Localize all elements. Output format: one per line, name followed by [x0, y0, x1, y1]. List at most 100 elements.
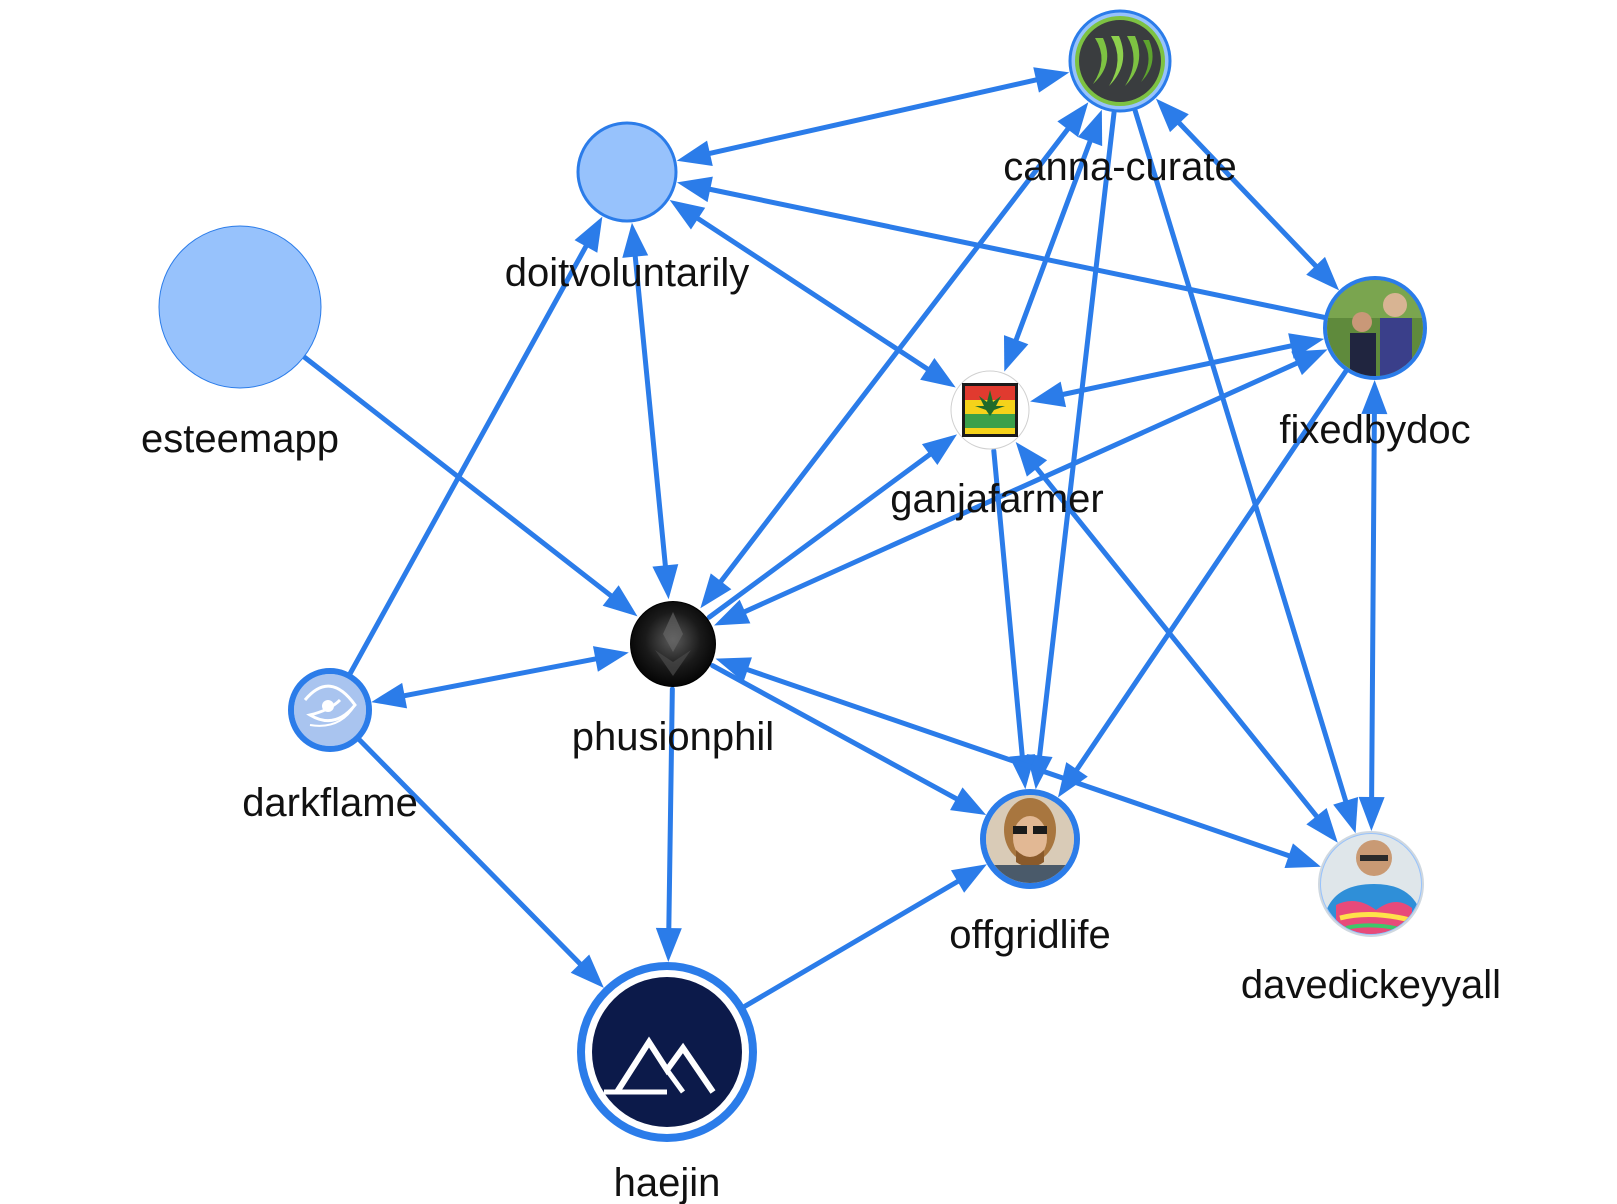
edge-arrowhead	[622, 222, 649, 258]
steem-logo-icon	[1075, 16, 1165, 106]
edge-line	[709, 663, 965, 805]
node-phusionphil[interactable]: phusionphil	[572, 601, 774, 759]
edge-line	[302, 354, 618, 602]
edge-line	[666, 686, 675, 937]
sunglasses-man-photo-icon	[986, 795, 1074, 883]
edge-haejin-offgridlife[interactable]	[742, 864, 987, 1009]
edge-line	[632, 248, 669, 574]
edge-arrowhead	[676, 140, 713, 167]
edge-arrowhead	[921, 434, 958, 466]
node-label: phusionphil	[572, 715, 774, 759]
node-offgridlife[interactable]: offgridlife	[949, 789, 1111, 957]
edge-arrowhead	[652, 564, 679, 600]
edge-arrowhead	[1155, 98, 1189, 133]
edge-arrowhead	[570, 954, 604, 988]
edge-darkflame-haejin[interactable]	[356, 737, 604, 988]
edge-canna-curate-doitvoluntarily[interactable]	[676, 67, 1070, 167]
edge-fixedbydoc-phusionphil[interactable]	[714, 349, 1328, 626]
node-ganjafarmer[interactable]: ganjafarmer	[890, 370, 1104, 521]
edge-line	[737, 358, 1305, 617]
edge-line	[1172, 116, 1323, 273]
edge-fixedbydoc-doitvoluntarily[interactable]	[676, 176, 1327, 320]
edge-arrowhead	[950, 787, 987, 816]
edge-phusionphil-ganjafarmer[interactable]	[706, 434, 958, 620]
edge-arrowhead	[1015, 441, 1048, 477]
edge-arrowhead	[1057, 102, 1089, 138]
node-label: doitvoluntarily	[505, 251, 750, 295]
edge-arrowhead	[574, 216, 603, 253]
edge-darkflame-doitvoluntarily[interactable]	[347, 216, 603, 676]
edge-line	[347, 238, 592, 676]
edge-fixedbydoc-davedickeyyall[interactable]	[1358, 379, 1388, 832]
edge-arrowhead	[371, 682, 408, 709]
edge-line	[701, 185, 1327, 320]
edge-line	[742, 875, 966, 1009]
edge-canna-curate-fixedbydoc[interactable]	[1155, 98, 1340, 291]
edge-arrowhead	[920, 358, 956, 388]
edge-line	[739, 665, 1297, 861]
edge-phusionphil-davedickeyyall[interactable]	[715, 657, 1321, 869]
node-label: fixedbydoc	[1279, 408, 1470, 452]
edge-line	[1132, 108, 1350, 810]
edge-line	[356, 737, 587, 971]
edge-arrowhead	[1306, 808, 1338, 843]
edge-arrowhead	[1333, 796, 1359, 834]
edge-line	[1011, 133, 1095, 348]
edge-arrowhead	[1361, 379, 1388, 415]
edge-line	[1030, 461, 1323, 824]
edge-arrowhead	[602, 585, 638, 617]
node-label: haejin	[614, 1161, 721, 1204]
edge-line	[991, 448, 1026, 764]
dark-avatar-icon	[631, 602, 715, 686]
node-label: darkflame	[242, 781, 418, 825]
edge-arrowhead	[669, 199, 706, 230]
edge-arrowhead	[676, 176, 713, 203]
edge-canna-curate-davedickeyyall[interactable]	[1132, 108, 1359, 834]
couple-photo-icon	[1327, 280, 1423, 376]
tie-dye-man-photo-icon	[1321, 834, 1421, 934]
edge-doitvoluntarily-ganjafarmer[interactable]	[669, 199, 956, 388]
edge-line	[706, 448, 937, 620]
node-haejin[interactable]: haejin	[577, 962, 757, 1204]
edge-phusionphil-haejin[interactable]	[655, 686, 682, 963]
edge-arrowhead	[655, 927, 682, 963]
edge-line	[1054, 342, 1300, 399]
node-label: canna-curate	[1003, 145, 1236, 189]
node-fixedbydoc[interactable]: fixedbydoc	[1279, 276, 1471, 452]
edge-arrowhead	[1033, 67, 1070, 93]
edge-arrowhead	[1284, 843, 1321, 869]
edge-arrowhead	[592, 646, 629, 672]
edges-layer	[302, 67, 1388, 1009]
node-darkflame[interactable]: darkflame	[242, 668, 418, 825]
edge-arrowhead	[714, 599, 751, 626]
edge-line	[714, 121, 1074, 589]
ganja-farmer-logo-icon	[962, 383, 1018, 437]
edge-arrowhead	[1358, 796, 1385, 832]
node-label: esteemapp	[141, 417, 339, 461]
edge-fixedbydoc-ganjafarmer[interactable]	[1030, 333, 1325, 408]
edge-phusionphil-darkflame[interactable]	[371, 646, 629, 709]
sketch-avatar-icon	[294, 674, 366, 746]
node-canna-curate[interactable]: canna-curate	[1003, 9, 1237, 189]
edge-arrowhead	[1077, 109, 1103, 147]
node-label: davedickeyyall	[1241, 963, 1501, 1007]
edge-line	[690, 212, 935, 375]
edge-canna-curate-phusionphil[interactable]	[700, 102, 1089, 609]
edge-phusionphil-offgridlife[interactable]	[709, 663, 987, 816]
node-davedickeyyall[interactable]: davedickeyyall	[1241, 831, 1501, 1007]
edge-esteemapp-phusionphil[interactable]	[302, 354, 638, 617]
edge-line	[1036, 110, 1117, 765]
edge-arrowhead	[715, 657, 752, 682]
node-label: offgridlife	[949, 913, 1111, 957]
edge-canna-curate-ganjafarmer[interactable]	[1003, 109, 1103, 372]
node-label: ganjafarmer	[890, 477, 1103, 521]
edge-ganjafarmer-davedickeyyall[interactable]	[1015, 441, 1338, 843]
edge-doitvoluntarily-phusionphil[interactable]	[622, 222, 679, 600]
edge-line	[1369, 405, 1377, 806]
node-esteemapp[interactable]: esteemapp	[141, 225, 339, 461]
edge-arrowhead	[1003, 335, 1029, 372]
edge-arrowhead	[950, 864, 987, 893]
node-doitvoluntarily[interactable]: doitvoluntarily	[505, 121, 750, 295]
edge-arrowhead	[1030, 381, 1067, 408]
